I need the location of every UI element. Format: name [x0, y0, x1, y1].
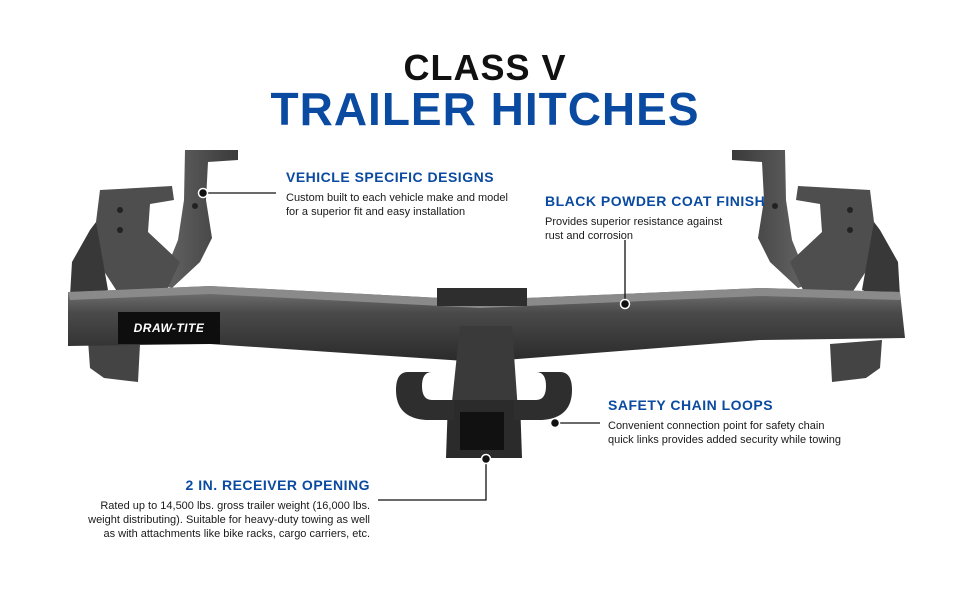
- callout-body-line: as with attachments like bike racks, car…: [103, 528, 370, 541]
- callout-body-line: Custom built to each vehicle make and mo…: [286, 192, 508, 205]
- callout-body-line: Rated up to 14,500 lbs. gross trailer we…: [100, 500, 370, 513]
- callout-body-line: Provides superior resistance against: [545, 216, 723, 229]
- callout-body-line: for a superior fit and easy installation: [286, 206, 466, 219]
- dot-safety-chain: [549, 417, 561, 429]
- dot-receiver: [480, 453, 492, 465]
- callout-safety-chain: SAFETY CHAIN LOOPS Convenient connection…: [608, 397, 841, 447]
- leader-receiver: [378, 459, 487, 501]
- callout-body-line: quick links provides added security whil…: [608, 434, 841, 447]
- dot-powder-coat: [619, 298, 631, 310]
- receiver-housing: [396, 288, 572, 458]
- callout-vehicle-specific: VEHICLE SPECIFIC DESIGNS Custom built to…: [286, 169, 508, 219]
- callout-body-line: weight distributing). Suitable for heavy…: [88, 514, 370, 527]
- callout-receiver: 2 IN. RECEIVER OPENING Rated up to 14,50…: [50, 477, 370, 541]
- callout-body-line: Convenient connection point for safety c…: [608, 420, 825, 433]
- right-mounting-bracket: [732, 150, 900, 382]
- callout-heading: SAFETY CHAIN LOOPS: [608, 397, 774, 413]
- callout-heading: 2 IN. RECEIVER OPENING: [185, 477, 370, 493]
- callout-heading: BLACK POWDER COAT FINISH: [545, 193, 766, 209]
- callout-heading: VEHICLE SPECIFIC DESIGNS: [286, 169, 495, 185]
- left-mounting-bracket: [70, 150, 238, 382]
- logo-plate: [118, 312, 220, 344]
- callout-body-line: rust and corrosion: [545, 230, 634, 243]
- callout-powder-coat: BLACK POWDER COAT FINISH Provides superi…: [545, 193, 766, 243]
- title-class-v: CLASS V: [403, 47, 567, 88]
- draw-tite-logo: DRAW-TITE: [133, 321, 205, 335]
- dot-vehicle-specific: [197, 187, 209, 199]
- title-trailer-hitches: TRAILER HITCHES: [270, 83, 700, 135]
- cross-tube: [68, 286, 905, 362]
